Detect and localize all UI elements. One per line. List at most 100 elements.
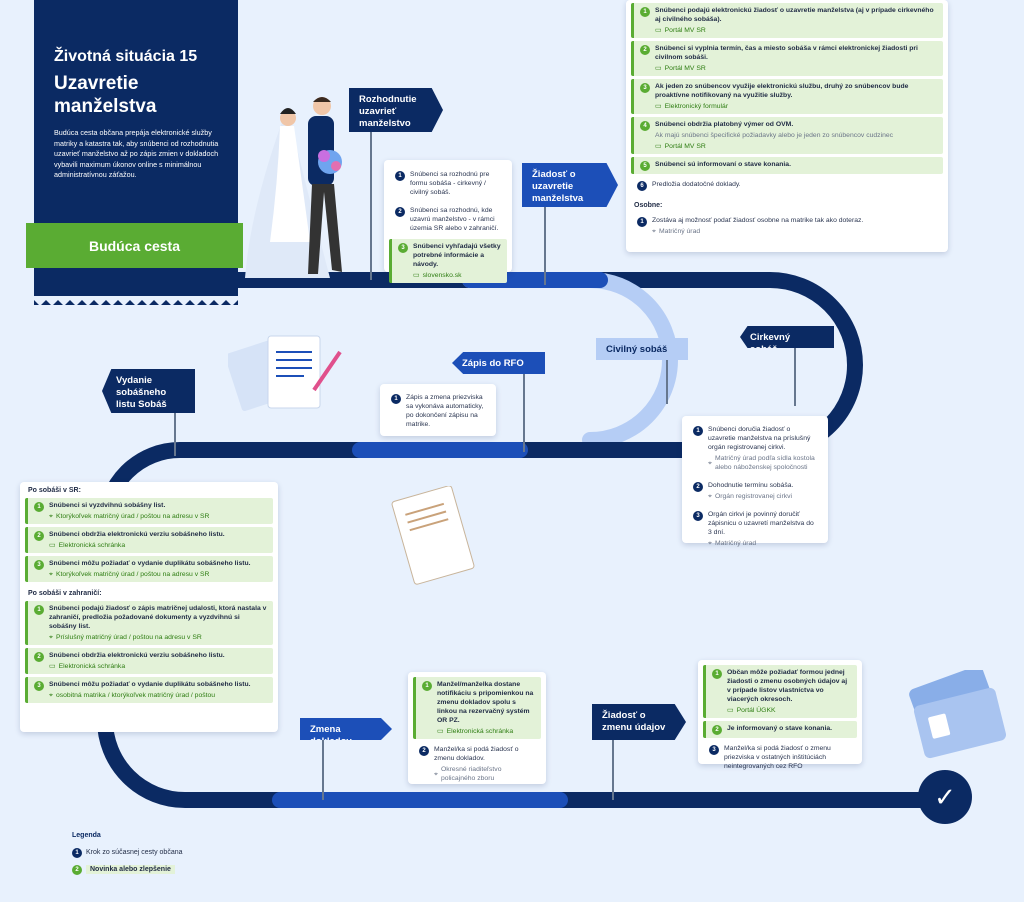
pole-application [544, 205, 546, 285]
step-number-badge: 3 [693, 511, 703, 521]
channel-label: ▭slovensko.sk [413, 272, 462, 279]
channel-label: Ak majú snúbenci špecifické požiadavky a… [655, 132, 894, 139]
computer-icon: ▭ [49, 663, 56, 670]
location-pin-icon: ⌖ [49, 571, 53, 578]
channel-label: ▭Elektronická schránka [437, 728, 514, 735]
channel-label: ▭Portál MV SR [655, 65, 706, 72]
step-number-badge: 1 [72, 848, 82, 858]
step-number-badge: 2 [395, 207, 405, 217]
step-number-badge: 2 [419, 746, 429, 756]
location-pin-icon: ⌖ [708, 493, 712, 500]
step-number-badge: 4 [640, 121, 650, 131]
channel-label: ⌖Príslušný matričný úrad / poštou na adr… [49, 634, 202, 641]
location-pin-icon: ⌖ [708, 540, 712, 547]
step-number-badge: 2 [72, 865, 82, 875]
location-pin-icon: ⌖ [708, 459, 712, 467]
step-number-badge: 1 [712, 669, 722, 679]
page-title: Uzavretie manželstva [54, 73, 157, 117]
location-pin-icon: ⌖ [434, 770, 438, 778]
location-pin-icon: ⌖ [49, 692, 53, 699]
computer-icon: ▭ [655, 65, 662, 72]
step-number-badge: 2 [712, 725, 722, 735]
channel-label: ⌖Matričný úrad [708, 540, 757, 547]
step-number-badge: 3 [709, 745, 719, 755]
step-number-badge: 2 [34, 652, 44, 662]
channel-label: ▭Elektronická schránka [49, 542, 126, 549]
location-pin-icon: ⌖ [49, 513, 53, 520]
channel-label: ⌖Ktorýkoľvek matričný úrad / poštou na a… [49, 571, 210, 578]
sr-title: Po sobáši v SR: [28, 487, 81, 494]
flag-certificate: Vydanie sobášneho listu Sobáš [102, 369, 195, 413]
channel-label: ⌖Matričný úrad podľa sídla kostola alebo… [708, 455, 815, 471]
computer-icon: ▭ [655, 27, 662, 34]
situation-number: Životná situácia 15 [54, 48, 198, 65]
step-number-badge: 5 [640, 161, 650, 171]
computer-icon: ▭ [437, 728, 444, 735]
step-number-badge: 1 [391, 394, 401, 404]
channel-label: ⌖Orgán registrovanej cirkvi [708, 493, 793, 500]
step-number-badge: 3 [34, 681, 44, 691]
computer-icon: ▭ [655, 143, 662, 150]
step-number-badge: 3 [34, 560, 44, 570]
flag-application: Žiadosť o uzavretie manželstva [522, 163, 618, 207]
channel-label: ▭Portál ÚGKK [727, 707, 776, 714]
pole-church [794, 346, 796, 406]
computer-icon: ▭ [727, 707, 734, 714]
step-number-badge: 3 [398, 243, 408, 253]
computer-icon: ▭ [655, 103, 662, 110]
legend-title: Legenda [72, 832, 101, 839]
step-number-badge: 2 [34, 531, 44, 541]
marriage-certificate-illustration [391, 486, 475, 585]
pole-civil [666, 358, 668, 404]
header-description: Budúca cesta občana prepája elektronické… [54, 128, 219, 179]
channel-label: ▭Elektronická schránka [49, 663, 126, 670]
pole-doc-change [322, 738, 324, 800]
wedding-couple-illustration [245, 97, 342, 278]
flag-data-change: Žiadosť o zmenu údajov [592, 704, 686, 740]
flag-church: Cirkevný sobáš [740, 326, 834, 348]
step-number-badge: 1 [640, 7, 650, 17]
location-pin-icon: ⌖ [652, 228, 656, 235]
pole-data-change [612, 738, 614, 800]
step-number-badge: 3 [640, 83, 650, 93]
step-number-badge: 6 [637, 181, 647, 191]
step-number-badge: 2 [693, 482, 703, 492]
flag-civil: Civilný sobáš [596, 338, 688, 360]
channel-label: ▭Portál MV SR [655, 143, 706, 150]
flag-rfo: Zápis do RFO [452, 352, 545, 374]
personal-title: Osobne: [634, 202, 663, 209]
pole-certificate [174, 412, 176, 456]
